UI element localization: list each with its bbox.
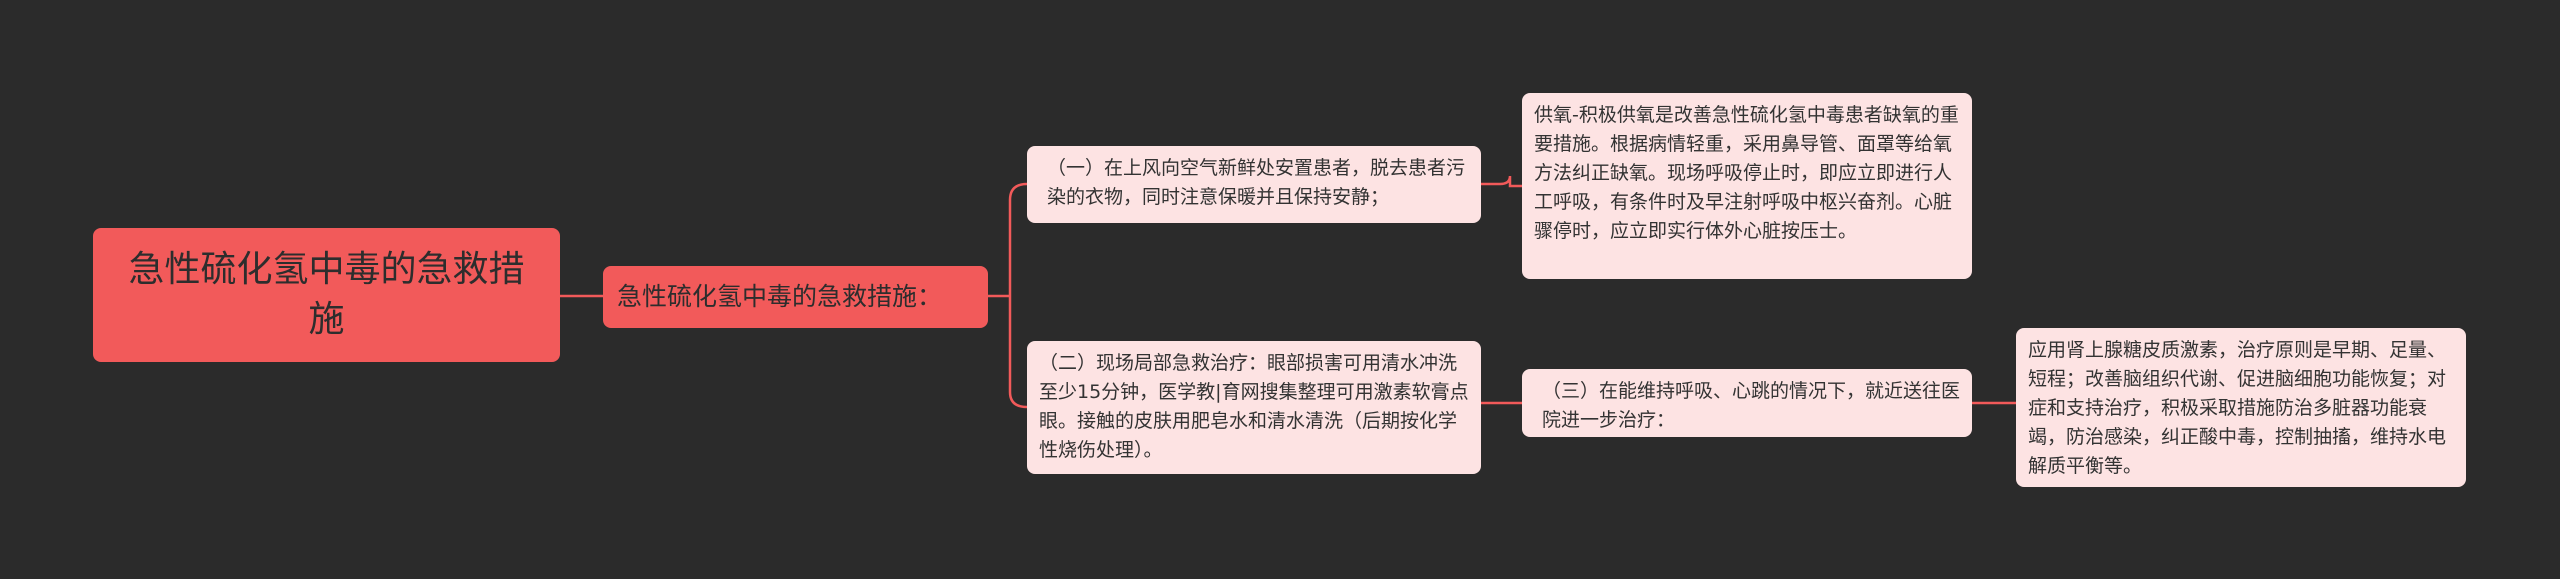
detail-topic-text: 应用肾上腺糖皮质激素，治疗原则是早期、足量、短程；改善脑组织代谢、促进脑细胞功能… xyxy=(2028,339,2447,477)
link-branch-a-detail-a xyxy=(1481,175,1522,188)
detail-topic-text: （三）在能维持呼吸、心跳的情况下，就近送往医院进一步治疗： xyxy=(1542,380,1961,431)
branch-topic-first-aid-location[interactable]: （一）在上风向空气新鲜处安置患者，脱去患者污染的衣物，同时注意保暖并且保持安静； xyxy=(1027,146,1481,223)
detail-topic-hospital-treatment[interactable]: 应用肾上腺糖皮质激素，治疗原则是早期、足量、短程；改善脑组织代谢、促进脑细胞功能… xyxy=(2016,328,2466,487)
root-topic[interactable]: 急性硫化氢中毒的急救措施 xyxy=(93,228,560,362)
detail-topic-text: 供氧-积极供氧是改善急性硫化氢中毒患者缺氧的重要措施。根据病情轻重，采用鼻导管、… xyxy=(1534,104,1959,242)
detail-topic-hospital-transfer[interactable]: （三）在能维持呼吸、心跳的情况下，就近送往医院进一步治疗： xyxy=(1522,369,1972,437)
detail-topic-oxygen-supply[interactable]: 供氧-积极供氧是改善急性硫化氢中毒患者缺氧的重要措施。根据病情轻重，采用鼻导管、… xyxy=(1522,93,1972,279)
link-level1-branch-b xyxy=(1008,296,1028,409)
link-level1-branch-a xyxy=(1008,182,1028,296)
root-topic-text: 急性硫化氢中毒的急救措施 xyxy=(128,249,525,340)
level1-topic-text: 急性硫化氢中毒的急救措施： xyxy=(617,282,943,311)
branch-topic-text: （一）在上风向空气新鲜处安置患者，脱去患者污染的衣物，同时注意保暖并且保持安静； xyxy=(1047,157,1466,208)
level1-topic[interactable]: 急性硫化氢中毒的急救措施： xyxy=(603,266,988,328)
branch-topic-text: （二）现场局部急救治疗：眼部损害可用清水冲洗至少15分钟，医学教|育网搜集整理可… xyxy=(1039,352,1469,461)
branch-topic-local-treatment[interactable]: （二）现场局部急救治疗：眼部损害可用清水冲洗至少15分钟，医学教|育网搜集整理可… xyxy=(1027,341,1481,474)
